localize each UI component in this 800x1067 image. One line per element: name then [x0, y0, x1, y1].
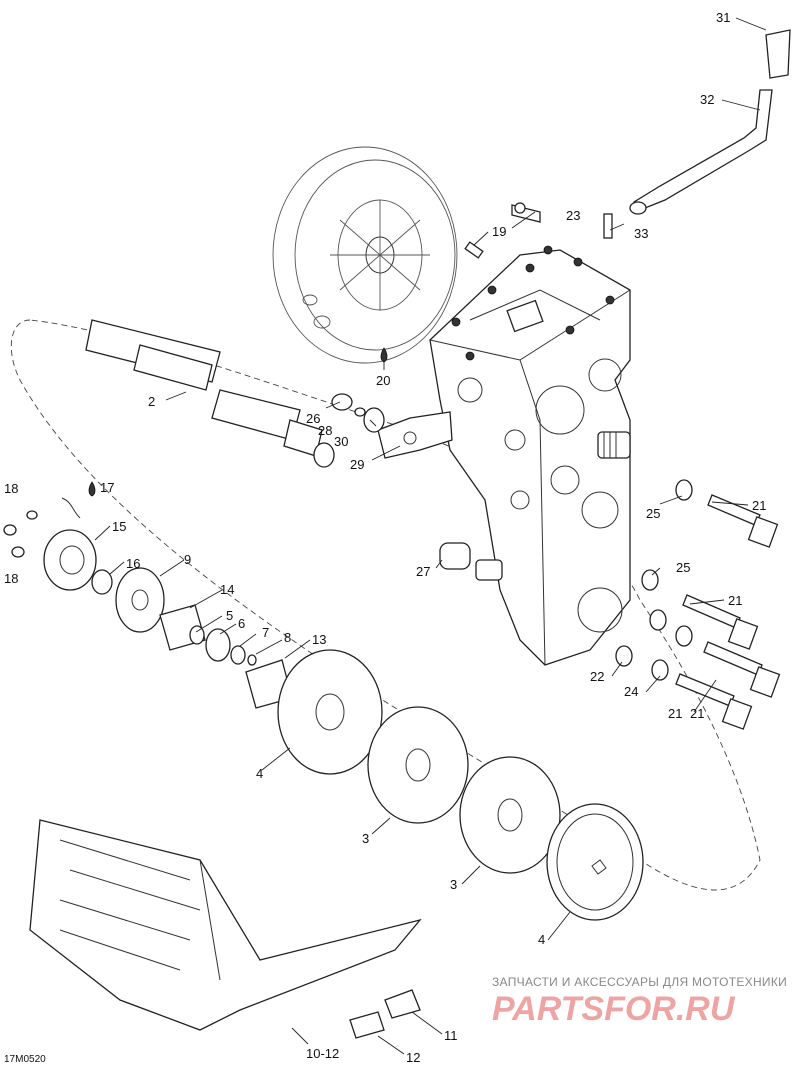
chaincase-housing [429, 245, 631, 666]
callout-23: 23 [566, 208, 580, 223]
callout-21c: 21 [668, 706, 682, 721]
callout-13: 13 [312, 632, 326, 647]
callout-22: 22 [590, 669, 604, 684]
callout-3b: 3 [450, 877, 457, 892]
callout-28: 28 [318, 423, 332, 438]
callout-32: 32 [700, 92, 714, 107]
callout-17: 17 [100, 480, 114, 495]
callout-21a: 21 [752, 498, 766, 513]
callout-21d: 21 [690, 706, 704, 721]
watermark-brand: PARTSFOR.RU [492, 990, 736, 1028]
secondary-pulley [272, 146, 458, 364]
callout-4b: 4 [538, 932, 545, 947]
callout-31: 31 [716, 10, 730, 25]
small-parts-23-19-20 [380, 202, 541, 363]
callout-3a: 3 [362, 831, 369, 846]
callout-18b: 18 [4, 571, 18, 586]
bearing-housing-parts [3, 481, 293, 709]
leader-lines [94, 17, 767, 1055]
watermark: ЗАПЧАСТИ И АКСЕССУАРЫ ДЛЯ МОТОТЕХНИКИ PA… [492, 975, 787, 1028]
callout-10-12: 10-12 [306, 1046, 339, 1061]
callout-14: 14 [220, 582, 234, 597]
callout-16: 16 [126, 556, 140, 571]
callout-26: 26 [306, 411, 320, 426]
callout-30: 30 [334, 434, 348, 449]
reference-code: 17M0520 [4, 1054, 46, 1065]
bracket-29 [377, 411, 453, 459]
callout-11: 11 [444, 1028, 458, 1043]
callout-4a: 4 [256, 766, 263, 781]
callout-24: 24 [624, 684, 638, 699]
callout-25b: 25 [676, 560, 690, 575]
small-parts-26-28-30 [331, 393, 385, 433]
callout-29: 29 [350, 457, 364, 472]
callout-6: 6 [238, 616, 245, 631]
callout-12: 12 [406, 1050, 420, 1065]
part-callouts: 31 32 23 19 33 20 2 26 28 30 29 21 25 17… [4, 10, 766, 1065]
callout-19: 19 [492, 224, 506, 239]
callout-15: 15 [112, 519, 126, 534]
shift-lever [603, 29, 791, 239]
bolts-and-washers [615, 479, 781, 730]
callout-8: 8 [284, 630, 291, 645]
track-and-clips [29, 819, 422, 1039]
callout-21b: 21 [728, 593, 742, 608]
callout-25a: 25 [646, 506, 660, 521]
callout-33: 33 [634, 226, 648, 241]
callout-2: 2 [148, 394, 155, 409]
drive-sprockets [277, 649, 644, 921]
callout-7: 7 [262, 625, 269, 640]
callout-9: 9 [184, 552, 191, 567]
callout-18a: 18 [4, 481, 18, 496]
callout-5: 5 [226, 608, 233, 623]
callout-20: 20 [376, 373, 390, 388]
watermark-tagline: ЗАПЧАСТИ И АКСЕССУАРЫ ДЛЯ МОТОТЕХНИКИ [492, 975, 787, 989]
drive-shaft-2 [85, 319, 335, 468]
callout-27: 27 [416, 564, 430, 579]
